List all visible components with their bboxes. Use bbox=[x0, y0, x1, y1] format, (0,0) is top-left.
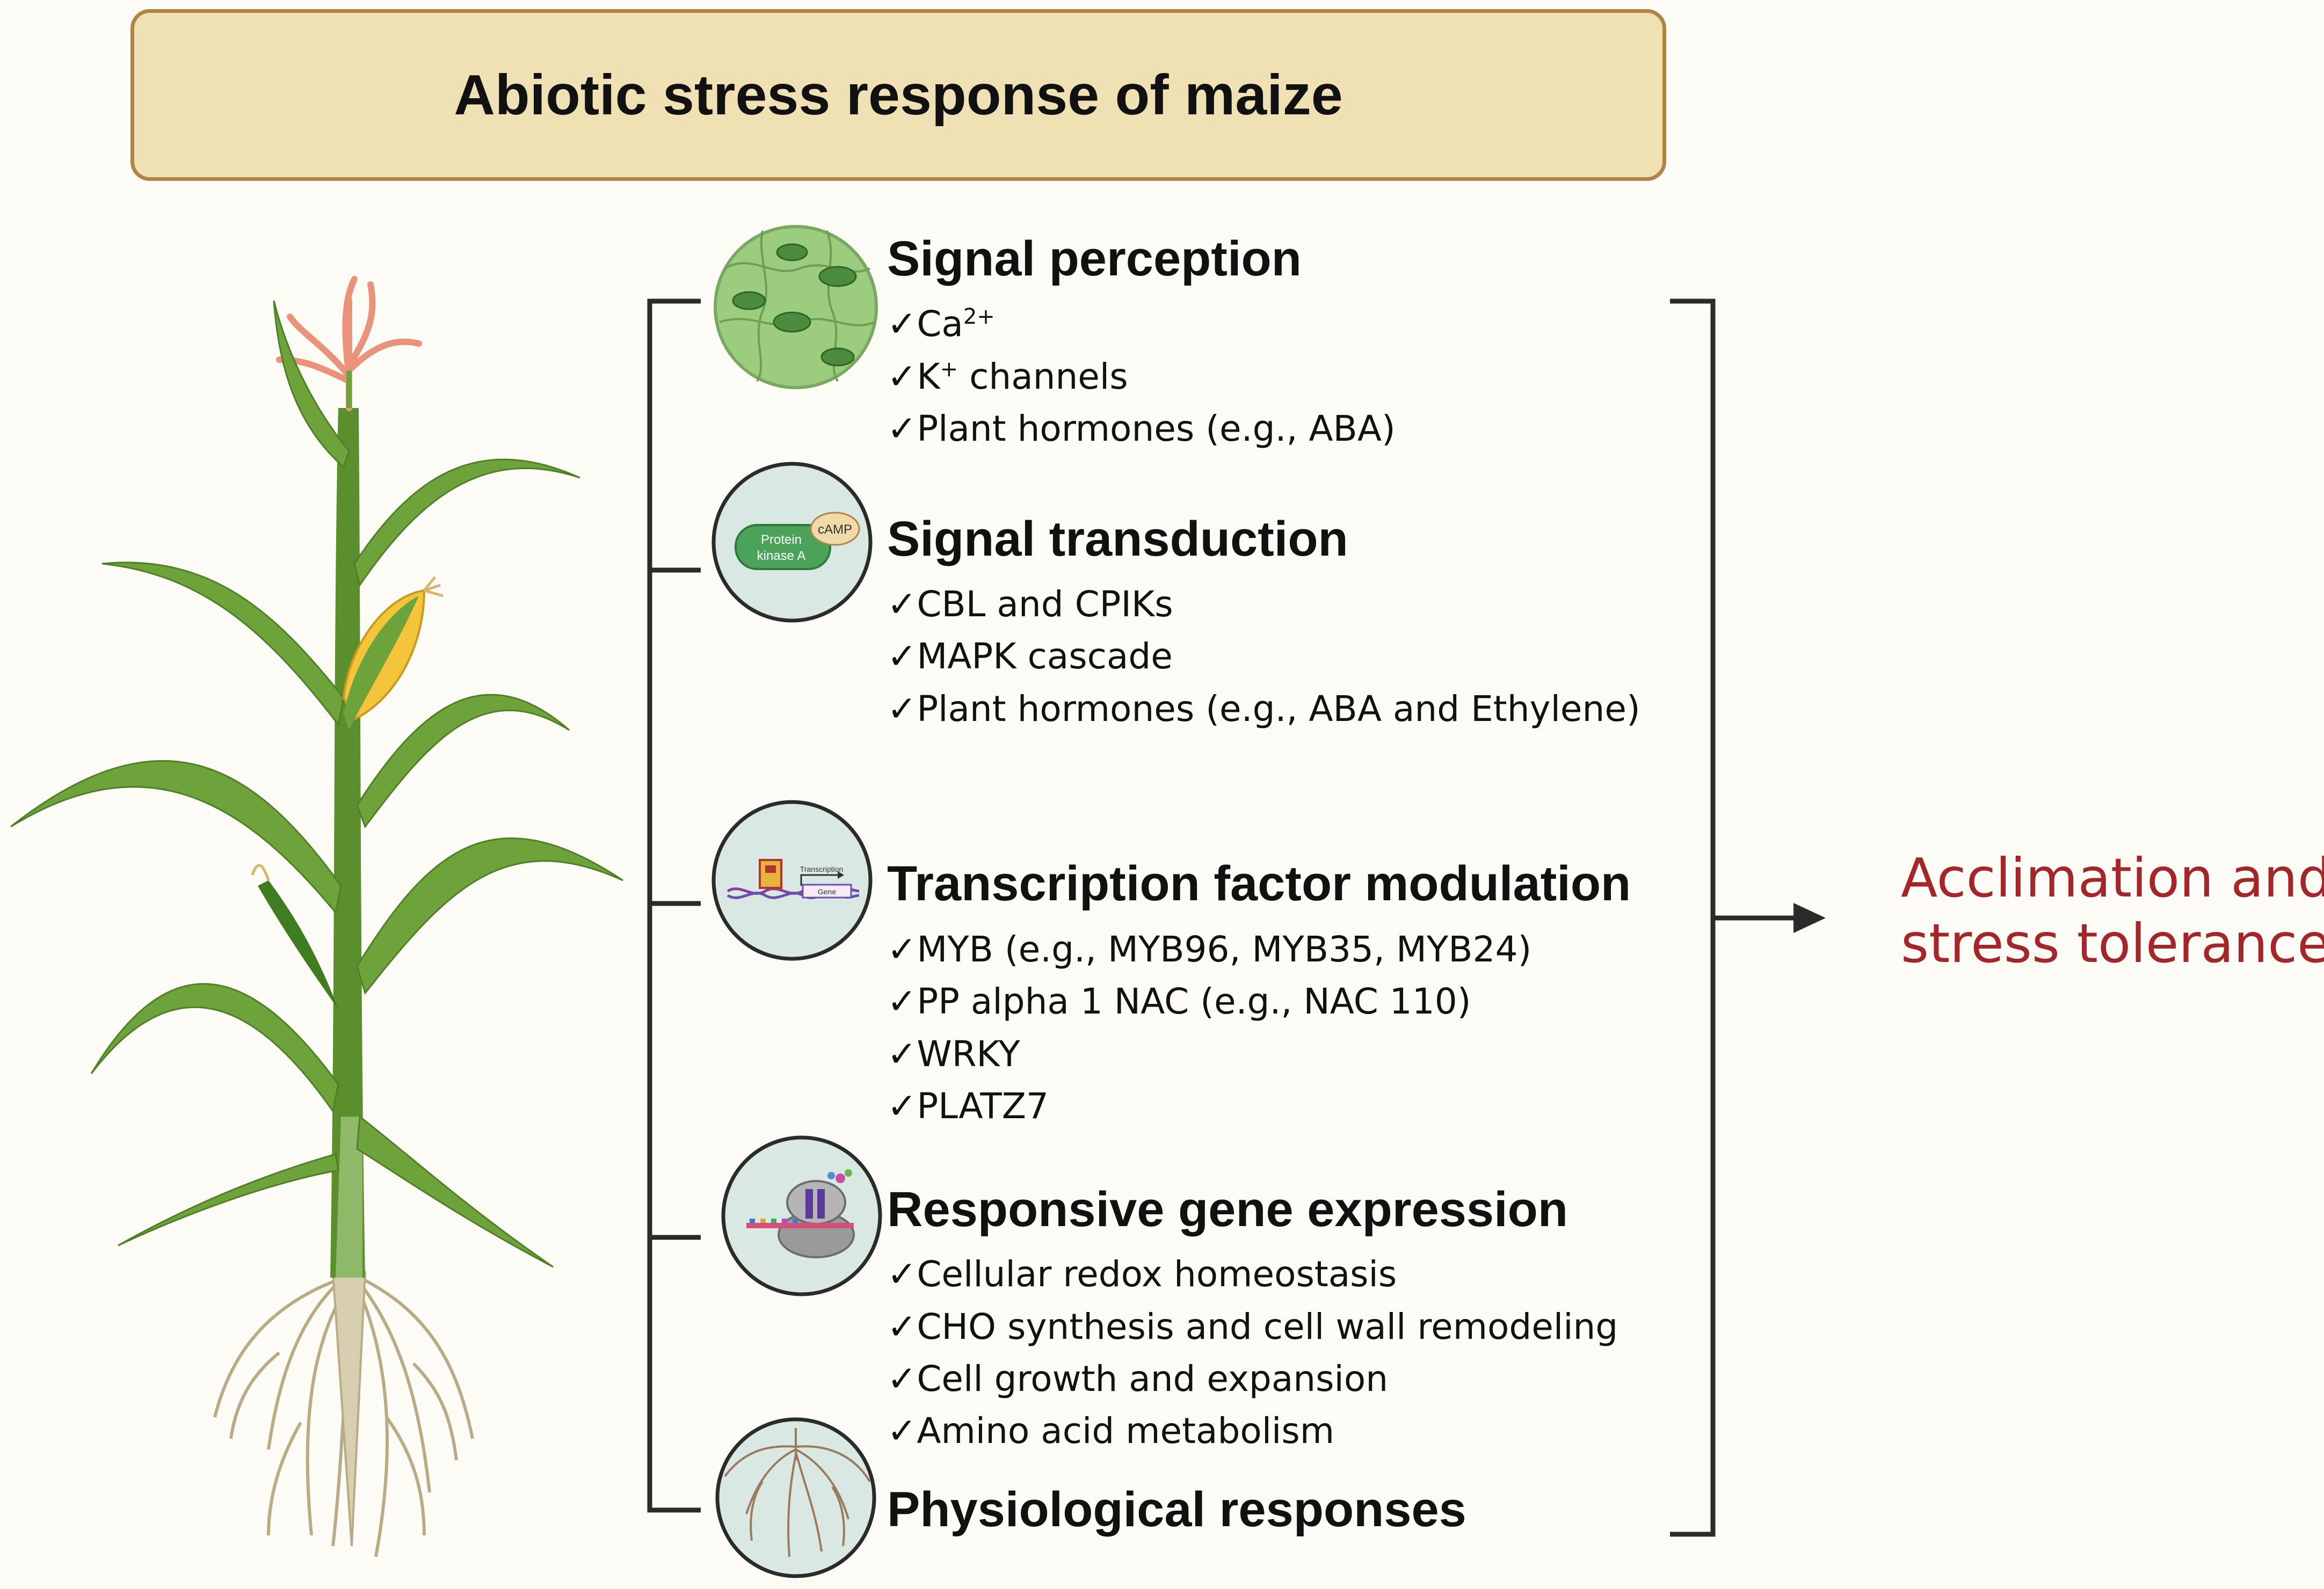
check-icon: ✓ bbox=[887, 1253, 917, 1295]
stage-bracket bbox=[647, 298, 701, 1513]
maize-plant-icon bbox=[10, 276, 623, 1557]
item-text: Cellular redox homeostasis bbox=[917, 1253, 1397, 1295]
stage-item: ✓MAPK cascade bbox=[887, 636, 1173, 677]
stage-item: ✓Amino acid metabolism bbox=[887, 1410, 1334, 1452]
stage-item: ✓MYB (e.g., MYB96, MYB35, MYB24) bbox=[887, 929, 1531, 970]
outcome-label: Acclimation and stress tolerance bbox=[1901, 845, 2324, 976]
stage-item-calcium: ✓Ca2+ bbox=[887, 303, 995, 345]
item-text: K bbox=[917, 356, 940, 397]
kinase-label-line1: Protein bbox=[761, 533, 802, 547]
check-icon: ✓ bbox=[887, 408, 917, 449]
stage-item: ✓PLATZ7 bbox=[887, 1085, 1049, 1127]
gene-label: Gene bbox=[818, 887, 836, 896]
corn-ear bbox=[342, 576, 444, 730]
stage-heading-responsive-gene-expression: Responsive gene expression bbox=[887, 1182, 1568, 1237]
item-text: PP alpha 1 NAC (e.g., NAC 110) bbox=[917, 981, 1471, 1022]
transcription-icon: Transcription Gene bbox=[711, 800, 873, 961]
item-text: Cell growth and expansion bbox=[917, 1358, 1389, 1400]
stage-heading-signal-transduction: Signal transduction bbox=[887, 512, 1348, 566]
check-icon: ✓ bbox=[887, 636, 917, 677]
root-system-icon bbox=[715, 1417, 876, 1578]
stage-item: ✓Cellular redox homeostasis bbox=[887, 1253, 1397, 1295]
stage-item: ✓Cell growth and expansion bbox=[887, 1358, 1388, 1400]
diagram-title: Abiotic stress response of maize bbox=[454, 63, 1343, 127]
stage-item: ✓CHO synthesis and cell wall remodeling bbox=[887, 1306, 1618, 1347]
item-text: PLATZ7 bbox=[917, 1085, 1049, 1127]
stage-item: ✓WRKY bbox=[887, 1033, 1020, 1075]
stage-heading-transcription-factor: Transcription factor modulation bbox=[887, 856, 1631, 911]
camp-label: cAMP bbox=[818, 522, 852, 537]
item-text: Plant hormones (e.g., ABA) bbox=[917, 408, 1396, 449]
outcome-line1: Acclimation and bbox=[1901, 847, 2324, 909]
stage-item: ✓Plant hormones (e.g., ABA) bbox=[887, 408, 1396, 449]
item-superscript: 2+ bbox=[963, 304, 995, 329]
stage-heading-signal-perception: Signal perception bbox=[887, 231, 1302, 286]
corn-ear-lower bbox=[251, 864, 338, 1009]
stage-heading-physiological-responses: Physiological responses bbox=[887, 1482, 1466, 1537]
kinase-label-line2: kinase A bbox=[757, 549, 806, 563]
stage-item: ✓PP alpha 1 NAC (e.g., NAC 110) bbox=[887, 981, 1471, 1022]
stage-item: ✓Plant hormones (e.g., ABA and Ethylene) bbox=[887, 688, 1640, 730]
title-banner: Abiotic stress response of maize bbox=[130, 9, 1666, 181]
item-text: MYB (e.g., MYB96, MYB35, MYB24) bbox=[917, 929, 1532, 970]
outcome-line2: stress tolerance bbox=[1901, 912, 2324, 975]
item-superscript: + bbox=[940, 357, 958, 382]
item-text: MAPK cascade bbox=[917, 636, 1173, 677]
check-icon: ✓ bbox=[887, 303, 917, 345]
item-text: Amino acid metabolism bbox=[917, 1410, 1335, 1452]
item-text: Plant hormones (e.g., ABA and Ethylene) bbox=[917, 688, 1640, 730]
check-icon: ✓ bbox=[887, 1306, 917, 1347]
ribosome-icon bbox=[721, 1135, 882, 1296]
maize-leaves bbox=[10, 300, 623, 1268]
transcription-label: Transcription bbox=[800, 865, 843, 873]
check-icon: ✓ bbox=[887, 688, 917, 730]
item-text: CBL and CPIKs bbox=[917, 584, 1173, 625]
outcome-bracket bbox=[1670, 298, 1799, 1537]
item-text: WRKY bbox=[917, 1033, 1020, 1075]
item-text: channels bbox=[958, 356, 1128, 397]
item-text: CHO synthesis and cell wall remodeling bbox=[917, 1306, 1618, 1347]
check-icon: ✓ bbox=[887, 1358, 917, 1400]
leaf-stomata-icon bbox=[714, 225, 878, 389]
stage-item: ✓CBL and CPIKs bbox=[887, 584, 1173, 625]
protein-kinase-icon: Protein kinase A cAMP bbox=[711, 462, 873, 623]
check-icon: ✓ bbox=[887, 356, 917, 397]
arrow-head-icon bbox=[1793, 903, 1826, 933]
check-icon: ✓ bbox=[887, 929, 917, 970]
check-icon: ✓ bbox=[887, 584, 917, 625]
check-icon: ✓ bbox=[887, 1085, 917, 1127]
check-icon: ✓ bbox=[887, 1410, 917, 1452]
check-icon: ✓ bbox=[887, 1033, 917, 1075]
maize-roots bbox=[213, 1276, 474, 1557]
check-icon: ✓ bbox=[887, 981, 917, 1022]
item-text: Ca bbox=[917, 303, 963, 345]
stage-item-potassium: ✓K+ channels bbox=[887, 356, 1128, 397]
